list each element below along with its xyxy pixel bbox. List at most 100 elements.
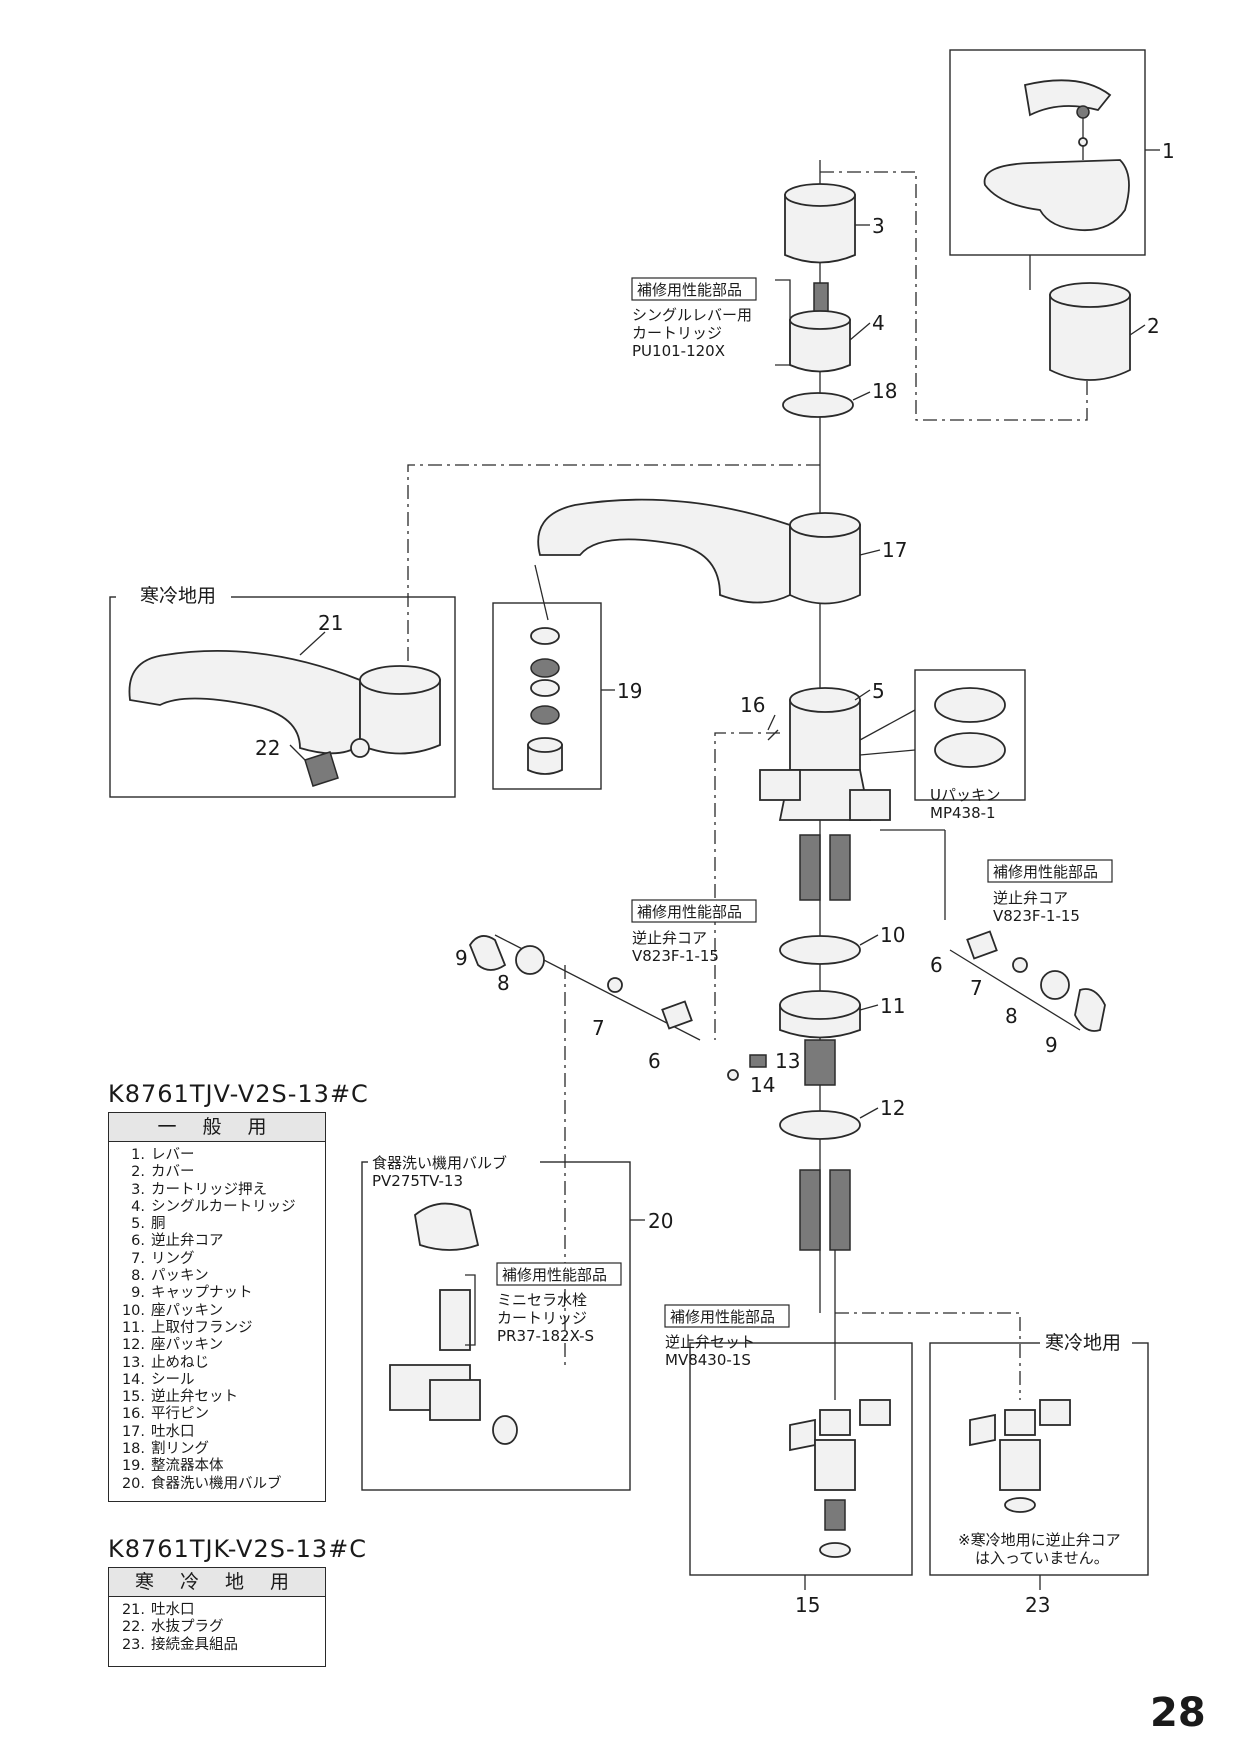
dishwasher-valve-parts [389,1202,518,1445]
parts-list-item-name: カートリッジ押え [151,1181,267,1198]
callout-1: 1 [1162,139,1175,163]
performance-part-tag-check-right: 補修用性能部品 [987,859,1113,883]
assembly-line-check-left [714,732,780,1040]
callout-9-right: 9 [1045,1033,1058,1057]
parts-list-item: 2. カバー [117,1164,325,1181]
svg-text:補修用性能部品: 補修用性能部品 [637,903,742,921]
set-screw-13 [749,1054,767,1068]
callout-7-left: 7 [592,1016,605,1040]
parts-list-item: 15.逆止弁セット [117,1389,325,1406]
check-valve-set-parts [789,1399,891,1558]
parts-list-item-name: シングルカートリッジ [151,1198,296,1215]
parts-list-item: 17. 吐水口 [117,1424,325,1441]
u-packing-ring-bottom [934,732,1006,768]
single-cartridge-part [789,282,851,373]
parts-list-item-name: カバー [151,1164,195,1181]
parts-list-item-name: 胴 [151,1216,166,1233]
parts-list-item-name: キャップナット [151,1285,253,1302]
page-number: 28 [1150,1690,1206,1736]
parts-list-cold-header: 寒 冷 地 用 [109,1568,325,1597]
callout-18: 18 [872,379,897,403]
parts-list-item-number: 11. [121,1319,145,1336]
assembly-line-cold-spout [407,464,820,668]
parts-list-item: 18.割リング [117,1441,325,1458]
dishwasher-valve-code: PV275TV-13 [372,1172,463,1190]
parts-list-item: 12. 座パッキン [117,1337,325,1354]
parts-list-item-number: 5. [131,1216,145,1233]
check-valve-core-label-left: 逆止弁コア [632,929,707,947]
parts-list-item-name: 逆止弁セット [151,1389,238,1406]
callout-6-left: 6 [648,1049,661,1073]
cold-region-bottom-title: 寒冷地用 [1045,1332,1121,1354]
parts-list-item-number: 3. [131,1181,145,1198]
parts-list-item: 10.座パッキン [117,1303,325,1320]
callout-8-right: 8 [1005,1004,1018,1028]
cold-spout-part [128,650,441,755]
parts-list-item: 19.整流器本体 [117,1458,325,1475]
parts-list-item-number: 22. [121,1619,145,1636]
performance-part-tag-cartridge: 補修用性能部品 [631,277,757,301]
u-packing-code: MP438-1 [930,804,996,822]
parts-list-item-number: 10. [121,1302,145,1319]
performance-part-tag-mini-ceramic: 補修用性能部品 [496,1262,622,1286]
parts-list-item: 7.リング [117,1251,325,1268]
callout-14: 14 [750,1073,775,1097]
parts-list-item-number: 4. [131,1198,145,1215]
parts-list-item: 1.レバー [117,1147,325,1164]
cold-fitting-note-line1: ※寒冷地用に逆止弁コア [958,1531,1121,1549]
cartridge-nut-part [784,183,856,264]
parts-list-item: 22. 水抜プラグ [117,1619,325,1636]
parts-list-item-name: 座パッキン [151,1337,224,1354]
parts-list-item: 21.吐水口 [117,1602,325,1619]
parts-list-item-number: 2. [131,1164,145,1181]
aerator-box [492,602,602,790]
parts-list-item-name: 吐水口 [151,1602,195,1618]
callout-19: 19 [617,679,642,703]
check-valve-left [468,935,693,1030]
parts-list-item-number: 13. [121,1354,145,1371]
cartridge-code: PU101-120X [632,342,725,360]
parts-list-item-name: 整流器本体 [151,1458,224,1475]
parts-list-item-number: 23. [121,1636,145,1653]
assembly-line-lever [820,171,1088,421]
parts-list-item: 3. カートリッジ押え [117,1182,325,1199]
parts-list-item: 16.平行ピン [117,1406,325,1423]
mini-ceramic-code: PR37-182X-S [497,1327,594,1345]
parts-list-item-name: 止めねじ [151,1354,209,1371]
callout-9-left: 9 [455,946,468,970]
parts-list-item-name: 平行ピン [151,1406,209,1423]
cartridge-label-line2: カートリッジ [632,324,722,342]
parts-list-general-header: 一 般 用 [109,1113,325,1142]
seat-packing-10 [779,935,861,965]
spout-part [537,498,861,605]
callout-6-right: 6 [930,953,943,977]
callout-22: 22 [255,736,280,760]
check-valve-set-label: 逆止弁セット [665,1333,755,1351]
parts-list-item: 14. シール [117,1372,325,1389]
parts-list-item-number: 14. [121,1371,145,1388]
parts-list-item-number: 17. [121,1423,145,1440]
dishwasher-valve-label: 食器洗い機用バルブ [372,1154,507,1172]
parts-list-item-name: 吐水口 [151,1423,195,1440]
svg-text:補修用性能部品: 補修用性能部品 [502,1266,607,1284]
cartridge-label-line1: シングルレバー用 [632,306,752,324]
check-valve-right [966,930,1106,1032]
parts-list-item-number: 12. [121,1337,145,1354]
parts-list-item-name: パッキン [151,1268,209,1285]
performance-part-tag-check-left: 補修用性能部品 [631,899,757,923]
check-valve-set-code: MV8430-1S [665,1351,751,1369]
check-valve-code-left: V823F-1-15 [632,947,719,965]
parts-list-item-name: シール [151,1371,195,1388]
parts-list-item: 6.逆止弁コア [117,1233,325,1250]
parts-list-item-name: 水抜プラグ [151,1619,224,1636]
seat-packing-12 [779,1110,861,1140]
performance-part-tag-check-set: 補修用性能部品 [664,1304,790,1328]
check-valve-set-box [689,1342,913,1576]
callout-23: 23 [1025,1593,1050,1617]
body-part [759,687,891,901]
u-packing-label: Uパッキン [930,786,1001,804]
callout-21: 21 [318,611,343,635]
parts-list-item-number: 7. [131,1250,145,1267]
parts-list-item-number: 8. [131,1268,145,1285]
